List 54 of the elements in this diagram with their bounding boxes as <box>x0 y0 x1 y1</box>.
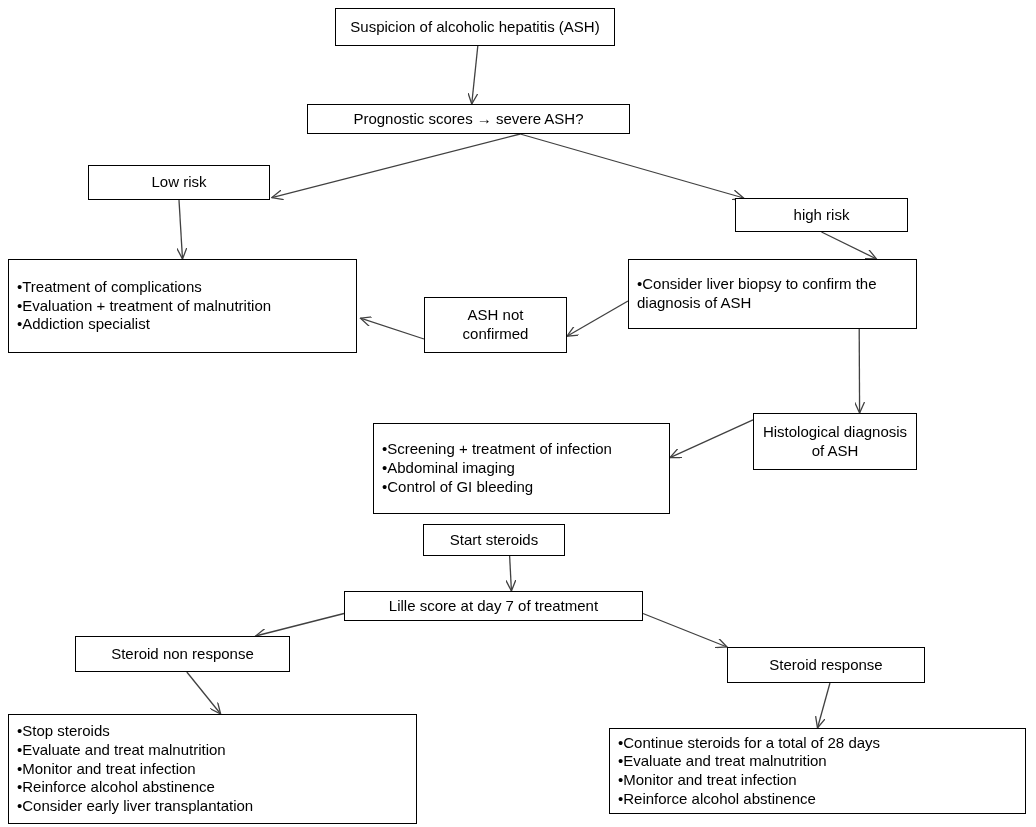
box-label: Start steroids <box>449 530 539 550</box>
list-box <box>8 714 417 824</box>
process-box <box>307 104 630 134</box>
arrow <box>467 45 479 105</box>
bullet-item: •Evaluation + treatment of malnutrition <box>17 296 272 316</box>
process-box <box>753 413 917 470</box>
bullet-item: •Monitor and treat infection <box>618 771 797 790</box>
arrow <box>186 671 222 715</box>
arrow <box>176 199 188 260</box>
bullet-item: •Screening + treatment of infection <box>382 440 612 460</box>
bullet-item: •Addiction specialist <box>17 315 150 335</box>
arrow <box>642 612 728 649</box>
list-box <box>8 259 357 353</box>
bullet-item: •Treatment of complications <box>17 277 202 297</box>
bullet-item: •Monitor and treat infection <box>17 759 196 779</box>
box-label: Steroid non response <box>111 644 254 664</box>
arrow <box>505 555 517 592</box>
list-box <box>628 259 917 329</box>
box-label: Lille score at day 7 of treatment <box>388 596 599 616</box>
process-box <box>344 591 643 621</box>
bullet-item: •Continue steroids for a total of 28 days <box>618 733 881 753</box>
process-box <box>727 647 925 683</box>
arrow <box>669 419 754 459</box>
box-label: Suspicion of alcoholic hepatitis (ASH) <box>350 17 600 37</box>
process-box <box>424 297 567 353</box>
list-box <box>373 423 670 514</box>
box-label: Prognostic scores → severe ASH? <box>353 109 584 129</box>
arrow <box>271 133 521 201</box>
process-box <box>75 636 290 672</box>
bullet-item: •Reinforce alcohol abstinence <box>17 778 215 798</box>
list-box <box>609 728 1026 814</box>
arrow <box>359 316 425 340</box>
box-label: Histological diagnosis of ASH <box>762 422 908 461</box>
arrow <box>519 133 745 201</box>
box-label: high risk <box>793 205 850 225</box>
arrow <box>814 682 831 729</box>
bullet-item: •Stop steroids <box>17 722 110 741</box>
bullet-item: •Control of GI bleeding <box>382 477 534 497</box>
arrow <box>853 328 866 414</box>
process-box <box>423 524 565 556</box>
box-label: Low risk <box>151 173 207 192</box>
process-box <box>335 8 615 46</box>
box-label: Steroid response <box>769 655 883 675</box>
arrow <box>566 300 629 337</box>
bullet-item: •Reinforce alcohol abstinence <box>618 789 816 809</box>
bullet-item: •Evaluate and treat malnutrition <box>17 740 226 760</box>
process-box <box>88 165 270 200</box>
bullet-item: •Abdominal imaging <box>382 459 515 478</box>
arrow <box>820 231 878 260</box>
bullet-item: •Consider liver biopsy to confirm the diagnosis of ASH <box>637 275 878 313</box>
process-box <box>735 198 908 232</box>
bullet-item: •Evaluate and treat malnutrition <box>618 752 827 771</box>
box-label: ASH not confirmed <box>461 306 530 344</box>
bullet-item: •Consider early liver transplantation <box>17 797 254 816</box>
